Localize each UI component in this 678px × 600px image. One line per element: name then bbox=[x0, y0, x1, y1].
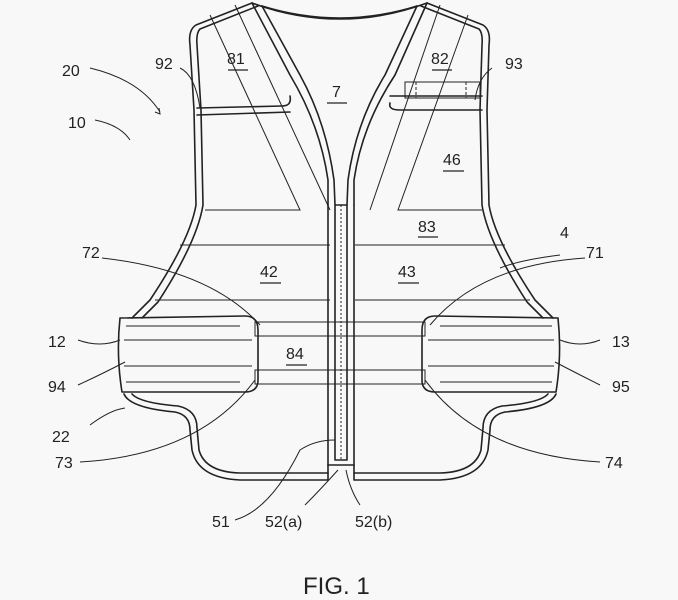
label-52a: 52(a) bbox=[265, 514, 302, 531]
label-81: 81 bbox=[227, 51, 245, 68]
label-51: 51 bbox=[212, 514, 230, 531]
label-46: 46 bbox=[443, 152, 461, 169]
right-side-panel bbox=[421, 315, 561, 393]
label-43: 43 bbox=[398, 264, 416, 281]
vest-lower-outline bbox=[123, 393, 329, 481]
elastic-strap-upper bbox=[254, 321, 426, 337]
vest-left-outline bbox=[131, 2, 253, 319]
label-12: 12 bbox=[48, 334, 66, 351]
label-4: 4 bbox=[560, 225, 569, 242]
label-72: 72 bbox=[82, 245, 100, 262]
label-82: 82 bbox=[431, 51, 449, 68]
label-94: 94 bbox=[48, 379, 66, 396]
vest-drawing bbox=[77, 2, 601, 521]
figure-caption: FIG. 1 bbox=[303, 573, 370, 600]
label-10: 10 bbox=[68, 115, 86, 132]
label-73: 73 bbox=[55, 455, 73, 472]
label-93: 93 bbox=[505, 56, 523, 73]
label-71: 71 bbox=[586, 245, 604, 262]
vest-right-outline bbox=[426, 2, 554, 319]
label-13: 13 bbox=[612, 334, 630, 351]
label-20: 20 bbox=[62, 63, 80, 80]
elastic-strap-lower bbox=[254, 369, 426, 385]
label-84: 84 bbox=[286, 346, 304, 363]
label-74: 74 bbox=[605, 455, 623, 472]
label-92: 92 bbox=[155, 56, 173, 73]
leader-lines bbox=[77, 67, 601, 521]
reference-labels: 20 92 81 7 82 93 10 46 83 4 72 71 42 43 … bbox=[48, 51, 630, 531]
label-7: 7 bbox=[332, 84, 341, 101]
label-52b: 52(b) bbox=[355, 514, 392, 531]
label-42: 42 bbox=[260, 264, 278, 281]
left-side-panel bbox=[117, 315, 259, 393]
label-22: 22 bbox=[52, 429, 70, 446]
label-83: 83 bbox=[418, 219, 436, 236]
label-95: 95 bbox=[612, 379, 630, 396]
